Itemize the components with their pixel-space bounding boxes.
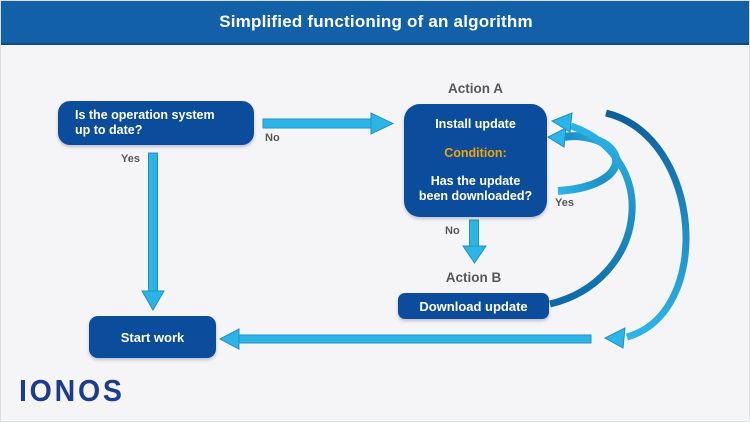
header-bar: Simplified functioning of an algorithm (1, 1, 749, 45)
action-a-label: Action A (448, 81, 503, 96)
action-b-label: Action B (445, 270, 502, 285)
install-update-text: Install update (435, 117, 516, 131)
edge-label-yes-left: Yes (121, 153, 140, 165)
edge-label-no-mid: No (445, 225, 460, 237)
edge-label-no-top: No (265, 132, 280, 144)
question-line2: up to date? (75, 123, 143, 137)
download-update-text: Download update (419, 298, 528, 314)
start-work-box: Start work (89, 316, 216, 358)
question-box: Is the operation system up to date? (58, 101, 254, 145)
arrow-yes-down (141, 152, 165, 311)
arrow-no-down (462, 219, 487, 264)
arrow-to-start-work (218, 328, 592, 350)
condition-question-line1: Has the update (430, 174, 521, 188)
download-update-box: Download update (398, 293, 549, 319)
start-work-text: Start work (120, 329, 185, 345)
question-line1: Is the operation system (75, 108, 215, 122)
edge-label-yes-loop: Yes (555, 197, 574, 209)
arc-yes-loop (546, 127, 621, 195)
condition-label: Condition: (444, 146, 507, 160)
page-title: Simplified functioning of an algorithm (219, 12, 533, 31)
ionos-logo: IONOS (19, 373, 125, 408)
condition-question-line2: been downloaded? (418, 189, 533, 203)
arrow-no-right (262, 112, 395, 135)
action-a-box: Install update Condition: Has the update… (404, 104, 547, 217)
arc-install-to-start (603, 109, 690, 349)
